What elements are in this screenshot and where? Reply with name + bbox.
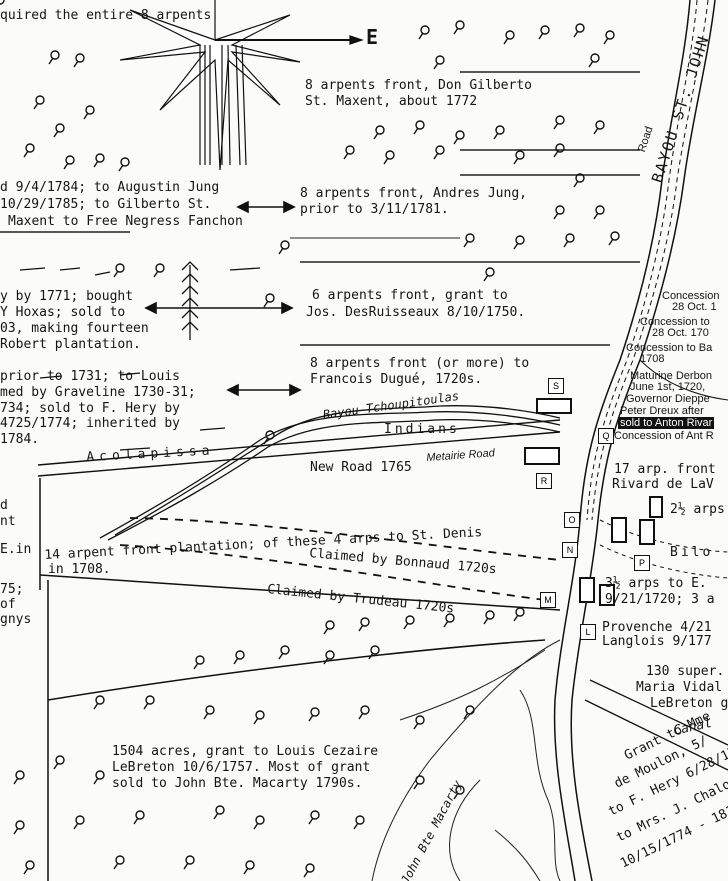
label-dugue-right-2: Francois Dugué, 1720s. bbox=[310, 372, 483, 387]
label-rivard-sold: sold to Anton Rivar bbox=[618, 417, 715, 429]
label-jung-left-3: Maxent to Free Negress Fanchon bbox=[8, 214, 243, 229]
key-o: O bbox=[564, 512, 580, 528]
streams bbox=[371, 639, 561, 881]
label-left-edge-6: gnys bbox=[0, 612, 32, 627]
key-s: S bbox=[548, 378, 564, 394]
label-dugue-left-1: prior to 1731; to Louis bbox=[0, 369, 181, 384]
label-dugue-left-2: med by Graveline 1730-31; bbox=[0, 385, 196, 400]
label-arps-2half: 2½ arps bbox=[670, 502, 725, 517]
label-arps-3half-2: 9/21/1720; 3 a bbox=[605, 592, 715, 607]
label-desruisseaux-right-1: 6 arpents front, grant to bbox=[312, 288, 508, 303]
key-l: L bbox=[580, 624, 596, 640]
label-dugue-left-5: 1784. bbox=[0, 432, 40, 447]
new-road bbox=[37, 419, 561, 477]
marsh-marks bbox=[19, 267, 261, 451]
dashed-boundaries bbox=[119, 517, 561, 601]
label-provenche: Provenche 4/21 bbox=[602, 620, 712, 635]
label-dugue-right-1: 8 arpents front (or more) to bbox=[310, 356, 530, 371]
reed-icon bbox=[181, 261, 199, 340]
label-plantation-14-2: in 1708. bbox=[48, 562, 111, 577]
label-concession-3: Concession to Ba bbox=[626, 342, 713, 354]
label-concession-antr: Concession of Ant R bbox=[614, 430, 714, 442]
label-maxent-2: St. Maxent, about 1772 bbox=[305, 94, 478, 109]
label-desruisseaux-left-3: 03, making fourteen bbox=[0, 321, 149, 336]
label-maxent-1: 8 arpents front, Don Gilberto bbox=[305, 78, 532, 93]
label-desruisseaux-left-1: y by 1771; bought bbox=[0, 289, 134, 304]
label-super-1: 130 super. bbox=[646, 664, 725, 679]
label-arp-17-1: 17 arp. front bbox=[614, 462, 716, 477]
label-concession-1-date: 28 Oct. 1 bbox=[672, 301, 717, 313]
label-concession-2: Concession to bbox=[640, 316, 710, 328]
label-left-edge-4: 75; bbox=[0, 582, 24, 597]
label-jung-right-2: prior to 3/11/1781. bbox=[300, 202, 449, 217]
label-derbon-3: Governor Dieppe bbox=[626, 393, 710, 405]
property-lines bbox=[0, 71, 640, 346]
building-symbols bbox=[524, 398, 663, 606]
label-desruisseaux-left-2: Y Hoxas; sold to bbox=[0, 305, 126, 320]
label-left-edge-3: E.in bbox=[0, 542, 32, 557]
label-arps-3half-1: 3½ arps to E. bbox=[605, 576, 707, 591]
label-jung-left-2: 10/29/1785; to Gilberto St. bbox=[0, 197, 212, 212]
label-lebreton-3: sold to John Bte. Macarty 1790s. bbox=[112, 776, 363, 791]
key-q: Q bbox=[598, 428, 614, 444]
label-derbon-2: June 1st, 1720, bbox=[630, 381, 706, 393]
compass-east-label: E bbox=[366, 25, 379, 49]
compass-rose-icon bbox=[119, 0, 364, 171]
key-n: N bbox=[562, 542, 578, 558]
label-super-2: Maria Vidal bbox=[636, 680, 723, 695]
label-super-3: LeBreton gr bbox=[650, 696, 728, 711]
key-m: M bbox=[540, 592, 556, 608]
label-lebreton-1: 1504 acres, grant to Louis Cezaire bbox=[112, 744, 379, 759]
label-concession-3-year: 1708 bbox=[640, 353, 665, 365]
label-derbon-1: Maturine Derbon bbox=[630, 370, 712, 382]
label-indians: Indians bbox=[384, 422, 460, 437]
grant-boundaries bbox=[39, 478, 561, 881]
key-r: R bbox=[536, 473, 552, 489]
label-left-edge-1: d bbox=[0, 498, 8, 513]
label-arp-17-2: Rivard de LaV bbox=[612, 477, 714, 492]
label-left-edge-5: of bbox=[0, 597, 16, 612]
label-concession-2-date: 28 Oct. 170 bbox=[652, 327, 709, 339]
label-concession-1: Concession bbox=[662, 290, 720, 302]
label-lebreton-2: LeBreton 10/6/1757. Most of grant bbox=[112, 760, 371, 775]
label-dugue-left-4: 4725/1774; inherited by bbox=[0, 416, 181, 431]
arrows bbox=[144, 200, 302, 397]
label-top-left: quired the entire 8 arpents bbox=[0, 8, 212, 23]
label-derbon-4: Peter Dreux after bbox=[620, 405, 704, 417]
label-desruisseaux-right-2: Jos. DesRuisseaux 8/10/1750. bbox=[306, 305, 526, 320]
label-langlois: Langlois 9/177 bbox=[602, 634, 712, 649]
label-dugue-left-3: 734; sold to F. Hery by bbox=[0, 401, 181, 416]
label-new-road: New Road 1765 bbox=[310, 460, 412, 475]
label-left-edge-2: nt bbox=[0, 514, 16, 529]
label-bilo: Bilo bbox=[670, 545, 714, 560]
bayou-tchoupitoulas-stream bbox=[99, 405, 561, 541]
label-jung-left-1: d 9/4/1784; to Augustin Jung bbox=[0, 180, 220, 195]
label-desruisseaux-left-4: Robert plantation. bbox=[0, 337, 141, 352]
key-p: P bbox=[634, 555, 650, 571]
label-jung-right-1: 8 arpents front, Andres Jung, bbox=[300, 186, 527, 201]
